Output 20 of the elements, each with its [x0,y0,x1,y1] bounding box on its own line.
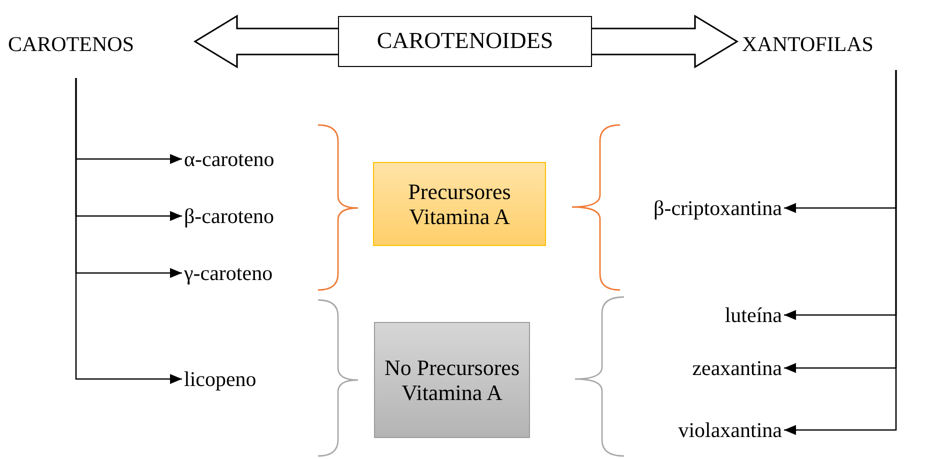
node-label: β-criptoxantina [654,196,782,220]
block-arrow [591,14,739,68]
box-text: No Precursores Vitamina A [383,354,521,406]
arrow [784,70,897,435]
box-text: Precursores Vitamina A [407,178,512,230]
node-label: luteína [724,302,782,328]
node-label: β-caroteno [184,204,274,228]
arrow-label-box [338,16,592,67]
node-label: α-caroteno [184,146,274,172]
block-arrow [193,14,339,68]
node-label: XANTOFILAS [742,32,874,56]
node-label: CAROTENOS [8,32,134,56]
box-text: CAROTENOIDES [376,28,554,55]
node-label: γ-caroteno [184,260,273,286]
arrow [75,78,182,384]
category-box [373,162,546,246]
node-label: zeaxantina [692,356,782,380]
category-box [374,322,530,438]
node-label: licopeno [184,366,256,392]
node-label: violaxantina [678,418,782,442]
